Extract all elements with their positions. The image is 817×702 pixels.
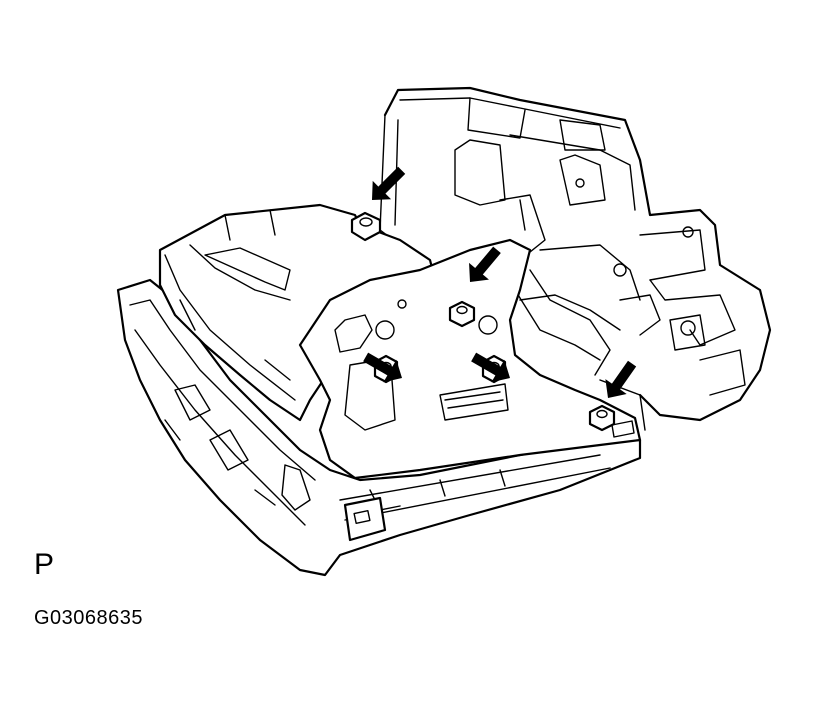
arrow-right-bolt	[605, 360, 637, 398]
front-bracket	[298, 238, 642, 480]
arrow-center-bolt	[469, 246, 501, 282]
bolt-right	[588, 404, 616, 432]
figure-code: G03068635	[34, 607, 144, 629]
lower-housing	[116, 278, 642, 577]
indicator-arrows	[363, 166, 637, 398]
arrow-lower-left-nut	[363, 352, 402, 383]
arrow-lower-right-nut	[471, 352, 510, 383]
bolt-upper-left	[350, 211, 382, 242]
bolt-center	[448, 300, 476, 328]
view-letter: P	[34, 548, 55, 581]
arrow-upper-left-bolt	[372, 166, 406, 200]
